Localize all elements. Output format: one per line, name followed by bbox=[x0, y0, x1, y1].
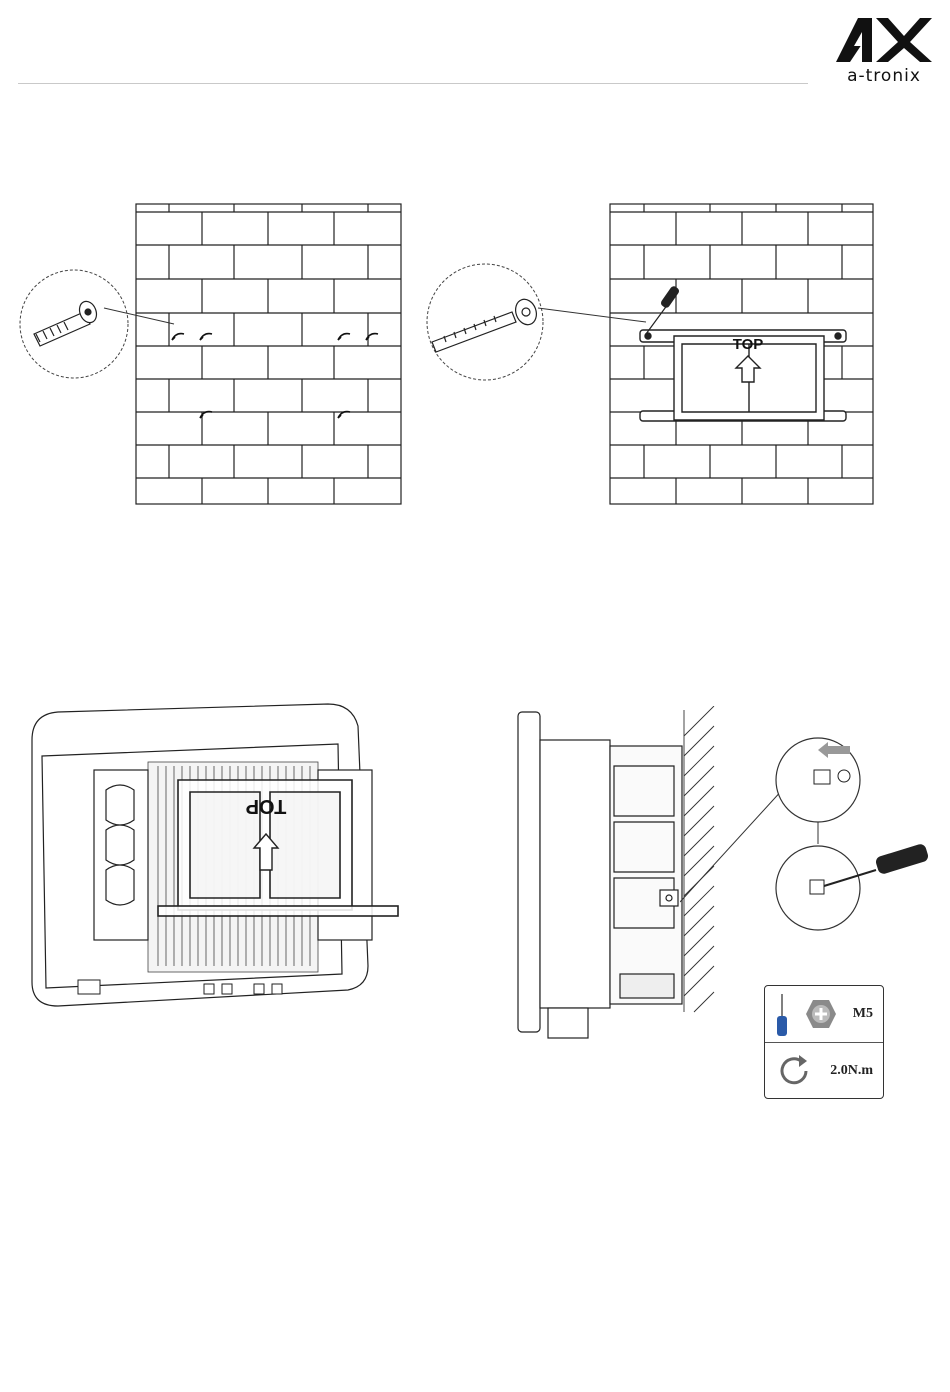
rotate-clockwise-icon bbox=[777, 1053, 811, 1087]
screw-fastening-callouts bbox=[680, 718, 940, 938]
inverter-back-illustration: TOP bbox=[18, 700, 418, 1020]
screwdriver-icon bbox=[646, 286, 680, 334]
bracket-top-label-mirrored: TOP bbox=[246, 795, 287, 817]
screw-tighten-callout bbox=[776, 843, 929, 930]
inverter-side-profile bbox=[518, 712, 682, 1038]
brand-logo: a-tronix bbox=[828, 14, 940, 88]
screwdriver-icon bbox=[771, 992, 793, 1038]
screw-size-label: M5 bbox=[853, 1006, 873, 1022]
spec-row-torque: 2.0N.m bbox=[765, 1043, 883, 1099]
spec-card: M5 2.0N.m bbox=[764, 985, 884, 1099]
brick-wall-left bbox=[136, 204, 401, 504]
spec-row-screw: M5 bbox=[765, 986, 883, 1043]
torque-label: 2.0N.m bbox=[830, 1063, 873, 1079]
header-rule bbox=[18, 83, 808, 84]
anchor-detail-callout bbox=[20, 270, 174, 378]
screw-detail-callout bbox=[427, 264, 646, 380]
bracket-top-label: TOP bbox=[733, 336, 764, 353]
phillips-screw-head-icon bbox=[805, 998, 837, 1030]
bracket-wall-illustration: TOP bbox=[418, 196, 880, 510]
wall-anchors-illustration bbox=[14, 196, 406, 510]
ax-logo-mark-icon bbox=[828, 14, 940, 66]
screw-insert-callout bbox=[776, 738, 860, 822]
brand-name: a-tronix bbox=[828, 66, 940, 86]
bracket-hook bbox=[660, 890, 678, 906]
